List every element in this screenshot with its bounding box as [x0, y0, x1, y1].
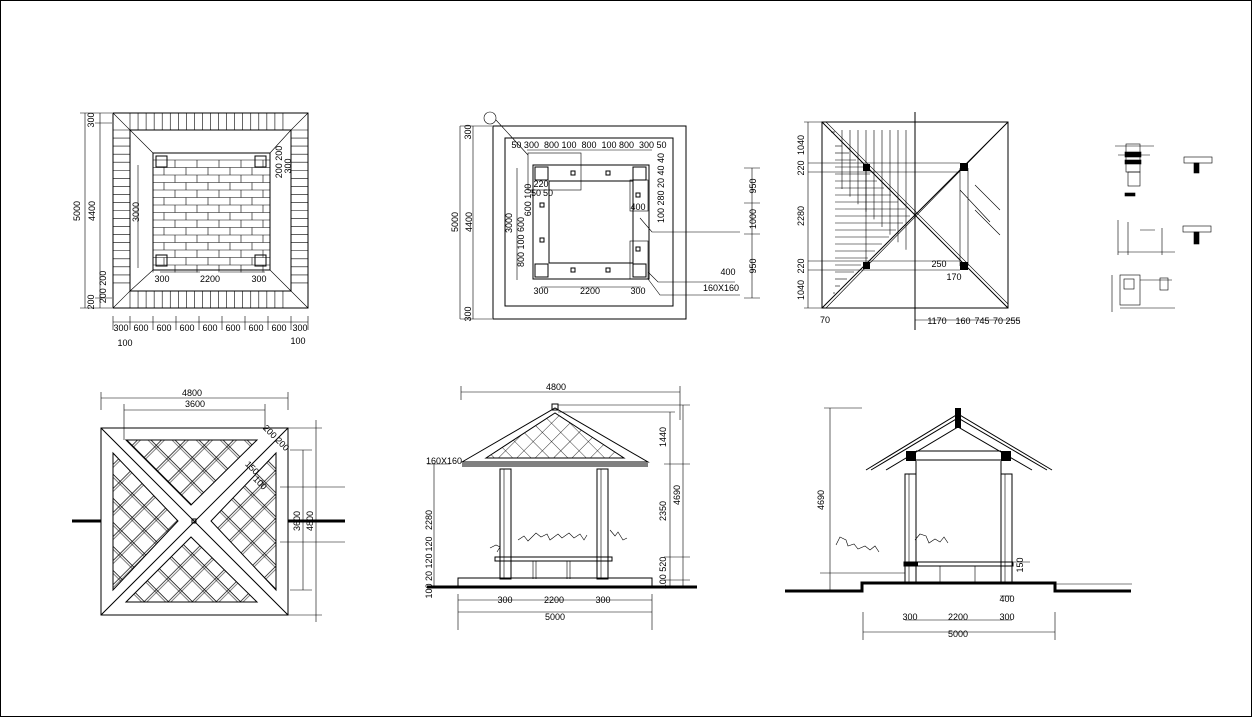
dim: 300 [630, 286, 645, 296]
dim: 300 [463, 306, 473, 321]
dim: 600 [179, 323, 194, 333]
dim-200: 200 [86, 294, 96, 309]
dim-5000: 5000 [545, 612, 565, 622]
dim: 300 [292, 323, 307, 333]
bottom-dims: 300 600 600 600 600 600 600 600 300 100 … [113, 323, 307, 348]
dim-4800: 4800 [546, 382, 566, 392]
dim: 600 [133, 323, 148, 333]
dim: 300 [154, 274, 169, 284]
top-dims: 50 300 800 100 800 100 800 300 50 [511, 140, 666, 150]
dim: 2200 [948, 612, 968, 622]
section-marker-circle [483, 111, 497, 125]
dim-3600: 3600 [185, 399, 205, 409]
dim-300: 300 [86, 112, 96, 127]
dim-5000: 5000 [450, 212, 460, 232]
note: 150 [1015, 557, 1025, 572]
dim: 300 [113, 323, 128, 333]
roof-structure-plan: 1040 220 2280 220 1040 70 1170 160 745 7… [796, 112, 1021, 330]
rafters [831, 130, 910, 294]
dim: 600 [225, 323, 240, 333]
dim-220: 220 [796, 258, 806, 273]
dim-1000: 1000 [748, 209, 758, 229]
dim: 100 20 120 [424, 553, 434, 598]
dim-950: 950 [748, 178, 758, 193]
dim-4690: 4690 [672, 485, 682, 505]
dim-3000: 3000 [131, 202, 141, 222]
ridge [955, 408, 961, 428]
note: 220 [533, 179, 548, 189]
dim: 300 [902, 612, 917, 622]
dim-4800: 4800 [305, 511, 315, 531]
dim-5000: 5000 [948, 629, 968, 639]
note: 100 280 20 40 40 [656, 153, 666, 223]
dim: 100 [290, 336, 305, 346]
dim-4690: 4690 [816, 490, 826, 510]
dim: 200 200 [274, 146, 284, 179]
dim-3000: 3000 [504, 213, 514, 233]
dim-4400: 4400 [464, 212, 474, 232]
dim: 100 [117, 338, 132, 348]
dim: 70 [820, 315, 830, 325]
joint-details [1111, 143, 1213, 312]
dim: 300 [595, 595, 610, 605]
dim-4400: 4400 [87, 201, 97, 221]
dim-2350: 2350 [658, 501, 668, 521]
note: 50 [531, 188, 541, 198]
dim-400: 400 [999, 594, 1014, 604]
dim: 70 [993, 316, 1003, 326]
finial [191, 518, 197, 524]
dim: 800 100 600 [516, 217, 526, 267]
dim-2280: 2280 [424, 510, 434, 530]
note: 250 [931, 259, 946, 269]
dim: 300 [497, 595, 512, 605]
dim: 120 [424, 536, 434, 551]
brick-border [113, 113, 308, 308]
section-view: 4690 150 400 300 2200 300 5000 [785, 407, 1132, 640]
dim: 2200 [580, 286, 600, 296]
dim-160x160: 160X160 [426, 456, 462, 466]
dim-1040: 1040 [796, 280, 806, 300]
dim: 300 [999, 612, 1014, 622]
column-bases [155, 155, 267, 267]
dim: 100 520 [658, 557, 668, 590]
floor-plan: 5000 4400 300 200 200 200 300 600 600 60… [72, 112, 309, 348]
roof-plan: 4800 3600 3600 4800 200 200 150 100 [72, 388, 345, 622]
dim-1440: 1440 [658, 427, 668, 447]
dim: 600 100 [523, 184, 533, 217]
brick-paving [152, 159, 270, 273]
note: 50 [543, 188, 553, 198]
dim: 300 [283, 158, 293, 173]
dim: 300 [533, 286, 548, 296]
note: 170 [946, 272, 961, 282]
dim: 2200 [200, 274, 220, 284]
dim-3600: 3600 [292, 511, 302, 531]
foundation-plan: 5000 4400 3000 300 300 800 100 600 600 1… [450, 111, 760, 322]
finial [551, 403, 559, 411]
note-160x160: 160X160 [703, 283, 739, 293]
dim-220: 220 [796, 160, 806, 175]
dim: 600 [156, 323, 171, 333]
dim: 2200 [544, 595, 564, 605]
dim-950: 950 [748, 258, 758, 273]
dim: 600 [248, 323, 263, 333]
front-elevation: 4800 1440 2350 4690 100 520 160X160 2280… [424, 382, 697, 630]
dim: 600 [271, 323, 286, 333]
column-footings [534, 166, 647, 278]
note: 200 200 [261, 423, 291, 453]
dim: 1170 [927, 316, 946, 326]
note-400: 400 [720, 267, 735, 277]
dim-4800: 4800 [182, 388, 202, 398]
note: 400 [630, 202, 645, 212]
dim: 255 [1005, 316, 1020, 326]
dim-5000: 5000 [72, 201, 82, 221]
dim: 600 [202, 323, 217, 333]
dim-1040: 1040 [796, 135, 806, 155]
dim-200-200: 200 200 [98, 271, 108, 304]
dim: 160 [955, 316, 970, 326]
dim: 745 [974, 316, 989, 326]
dim: 300 [463, 124, 473, 139]
dim-2280: 2280 [796, 206, 806, 226]
dim: 300 [251, 274, 266, 284]
